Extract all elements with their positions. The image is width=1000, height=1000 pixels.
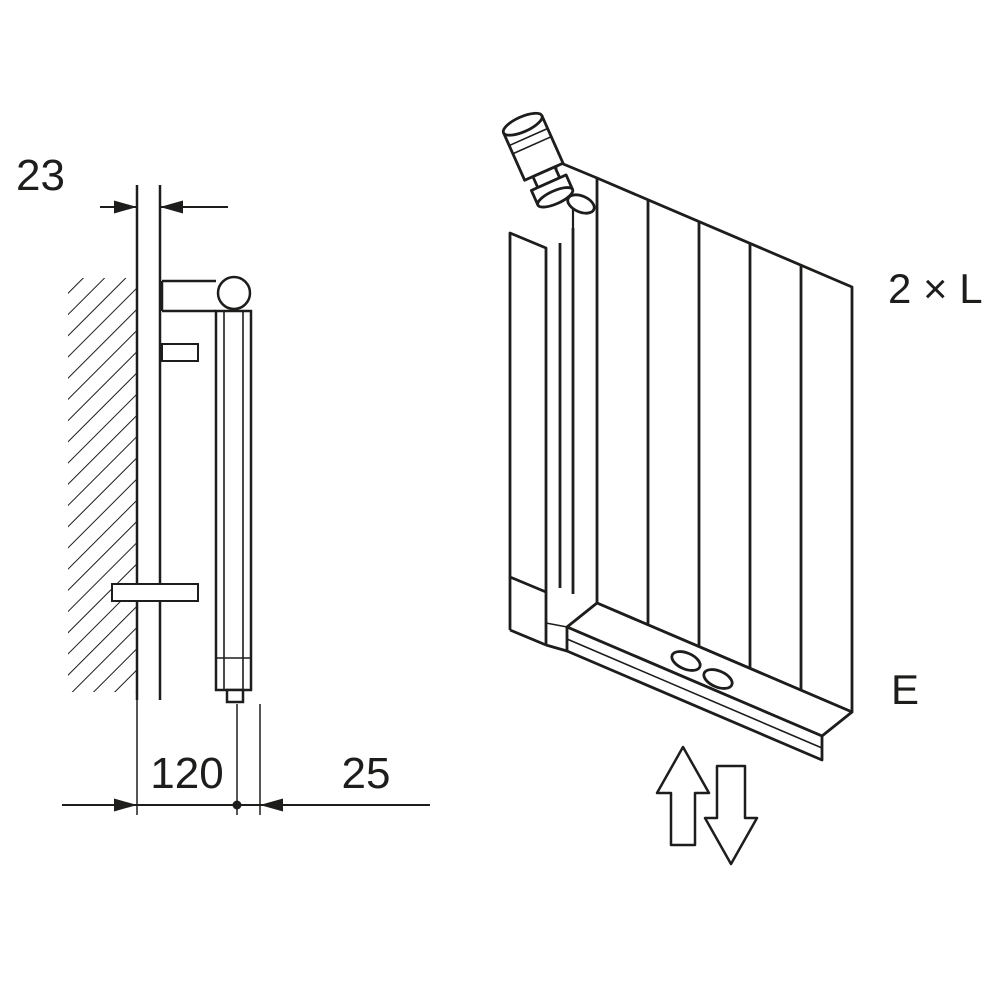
bottom-connections (670, 650, 734, 690)
upper-bracket-hook (161, 343, 199, 362)
air-vent-valve (216, 275, 252, 311)
dimension-arrow-icon (114, 200, 137, 214)
label-lengths: 2 × L (888, 265, 983, 312)
thermostatic-valve (501, 111, 575, 209)
dimension-120-value: 120 (150, 749, 223, 798)
label-connection: E (891, 666, 919, 713)
side-view: 23 120 (16, 151, 430, 815)
isometric-view: 2 × L E (501, 111, 983, 866)
radiator-panel-section (214, 309, 253, 692)
dimension-120-25: 120 25 (62, 700, 430, 815)
lower-wall-anchor (111, 583, 199, 602)
dimension-25-value: 25 (342, 749, 391, 798)
flow-up-arrow-icon (655, 745, 711, 847)
side-column-panel (508, 231, 548, 594)
radiator-section (111, 275, 253, 704)
wall-hatching (68, 278, 137, 692)
bottom-base (508, 577, 854, 762)
valve-flange (566, 193, 596, 215)
top-bracket-plate (160, 279, 216, 313)
dimension-arrow-icon (260, 798, 283, 812)
flow-down-arrow-icon (703, 764, 759, 866)
radiator-front-panels (554, 159, 854, 714)
dimension-23-value: 23 (16, 151, 65, 200)
dimension-arrow-icon (160, 200, 183, 214)
dimension-dot-icon (232, 800, 242, 810)
drain-stub (225, 688, 245, 704)
dimension-arrow-icon (114, 798, 137, 812)
dimension-23: 23 (16, 151, 228, 214)
